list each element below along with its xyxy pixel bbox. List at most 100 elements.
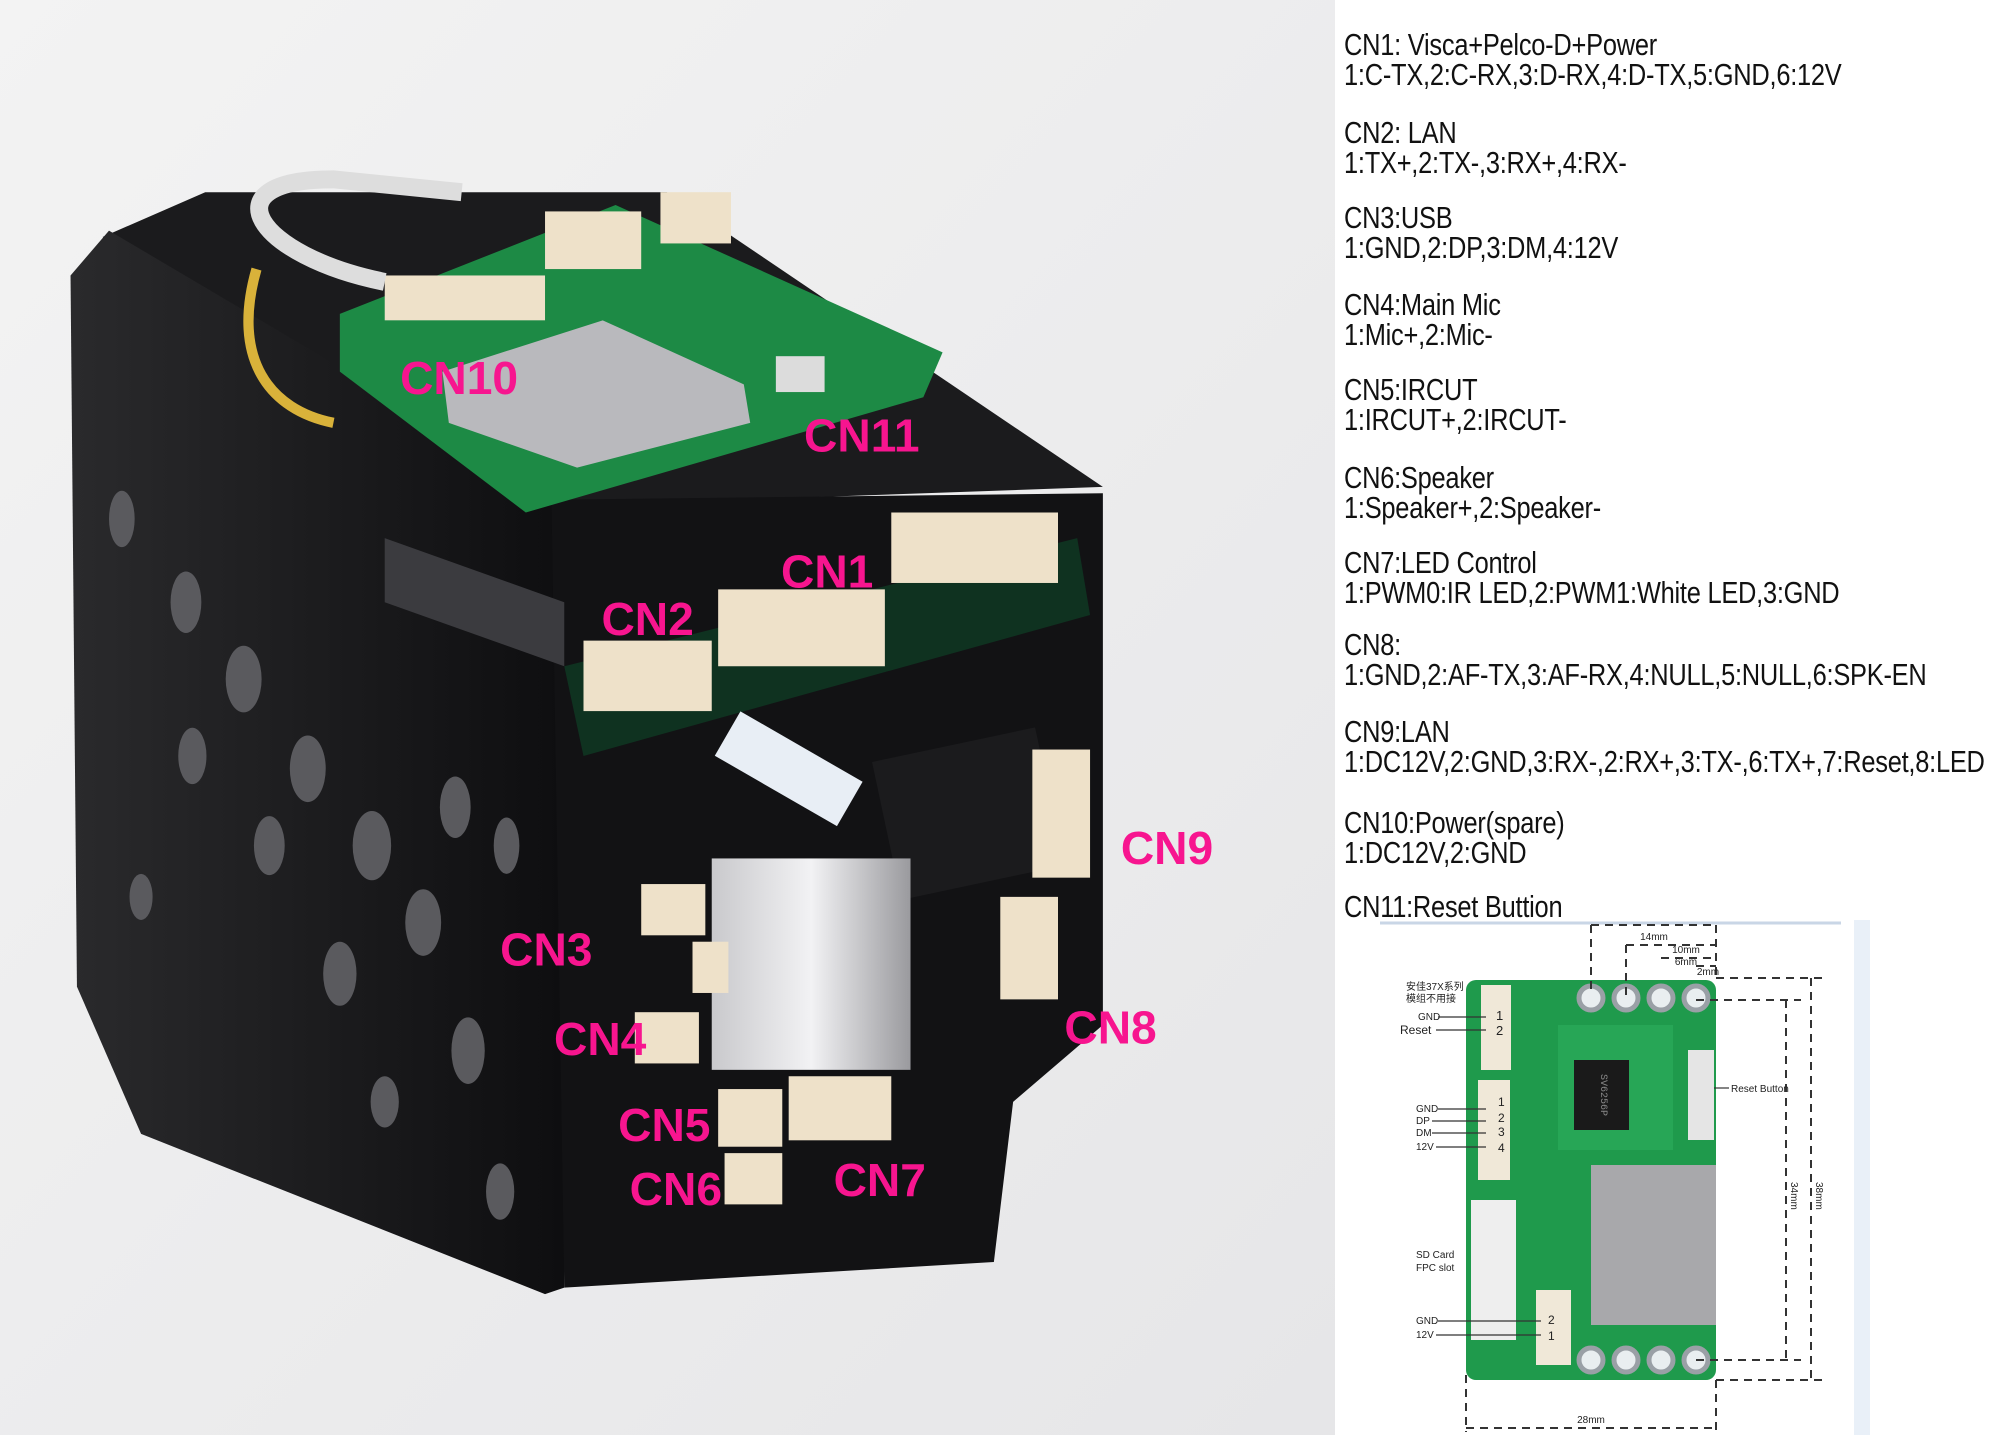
top-connector-2 <box>660 192 731 244</box>
usb-gnd-label: GND <box>1416 1104 1438 1115</box>
top-gnd-label: GND <box>1418 1012 1440 1023</box>
usb-pin1: 1 <box>1498 1095 1505 1109</box>
pinout-pins: 1:Mic+,2:Mic- <box>1344 317 1493 352</box>
pinout-cn8: CN8:1:GND,2:AF-TX,3:AF-RX,4:NULL,5:NULL,… <box>1344 627 2000 692</box>
label-cn7: CN7 <box>834 1154 926 1206</box>
usb-pin2: 2 <box>1498 1111 1505 1125</box>
flat-cable <box>714 711 863 827</box>
chip-text: SV6256P <box>1597 1074 1608 1116</box>
pinout-title: CN2: LAN <box>1344 115 1457 150</box>
note-line1: 安佳37X系列 <box>1406 980 1464 993</box>
note-line2: 模组不用接 <box>1406 992 1456 1005</box>
housing-edge-highlight <box>384 538 565 667</box>
label-cn8: CN8 <box>1064 1002 1156 1054</box>
pinout-title: CN8: <box>1344 627 1401 662</box>
connector-cn2 <box>583 640 712 712</box>
pinout-pins: 1:GND,2:DP,3:DM,4:12V <box>1344 230 1619 265</box>
reset-button-part <box>1688 1050 1714 1140</box>
label-cn9: CN9 <box>1121 822 1213 874</box>
connector-power <box>1536 1290 1571 1365</box>
chip <box>1574 1060 1629 1130</box>
small-connectors <box>634 749 1091 1205</box>
dim-34mm: 34mm <box>1788 1182 1799 1210</box>
pinout-cn10: CN10:Power(spare)1:DC12V,2:GND <box>1344 805 1613 870</box>
connector-extra <box>891 512 1058 583</box>
pinout-pins: 1:PWM0:IR LED,2:PWM1:White LED,3:GND <box>1344 575 1840 610</box>
pinout-pins: 1:IRCUT+,2:IRCUT- <box>1344 402 1567 437</box>
connector-cn1 <box>718 589 885 667</box>
fpc-connector <box>384 275 546 321</box>
pinout-title: CN7:LED Control <box>1344 545 1537 580</box>
power-pin2: 2 <box>1548 1313 1555 1327</box>
heatsink <box>711 858 911 1070</box>
usb-dm-label: DM <box>1416 1128 1432 1139</box>
side-holes <box>109 490 520 1220</box>
pinout-title: CN3:USB <box>1344 200 1453 235</box>
dim-28mm: 28mm <box>1577 1415 1605 1426</box>
power-12v-label: 12V <box>1416 1330 1434 1341</box>
ethernet-module <box>872 727 1065 900</box>
dimension-lines <box>1465 924 1826 1432</box>
pinout-title: CN9:LAN <box>1344 714 1450 749</box>
leader-lines <box>1432 1016 1729 1336</box>
reset-button <box>775 356 825 393</box>
pinout-title: CN1: Visca+Pelco-D+Power <box>1344 27 1657 62</box>
connector-top <box>1481 985 1511 1070</box>
usb-pin3: 3 <box>1498 1125 1505 1139</box>
sd-card-slot <box>1591 1165 1716 1325</box>
top-pin1: 1 <box>1496 1008 1503 1023</box>
label-cn5: CN5 <box>618 1099 710 1151</box>
label-cn3: CN3 <box>500 923 592 975</box>
dim-6mm: 6mm <box>1675 957 1697 968</box>
sd-card-slot <box>442 320 751 468</box>
pinout-pins: 1:DC12V,2:GND,3:RX-,2:RX+,3:TX-,6:TX+,7:… <box>1344 744 1985 779</box>
pinout-pins: 1:C-TX,2:C-RX,3:D-RX,4:D-TX,5:GND,6:12V <box>1344 57 1842 92</box>
pinout-title: CN11:Reset Buttion <box>1344 889 1563 924</box>
power-pin1: 1 <box>1548 1329 1555 1343</box>
pinout-title: CN5:IRCUT <box>1344 372 1478 407</box>
camera-module-photo: CN10 CN11 CN1 CN2 CN9 CN3 CN8 CN4 CN5 CN… <box>0 0 1335 1435</box>
top-connector <box>545 211 642 270</box>
top-pin2: 2 <box>1496 1023 1503 1038</box>
label-cn4: CN4 <box>554 1013 647 1065</box>
label-cn1: CN1 <box>781 545 873 597</box>
pinout-cn11: CN11:Reset Buttion <box>1344 889 1610 924</box>
usb-12v-label: 12V <box>1416 1142 1434 1153</box>
fpc-slot <box>1471 1200 1516 1340</box>
label-cn10: CN10 <box>400 352 518 404</box>
cable <box>250 170 463 291</box>
mounting-holes <box>1576 983 1711 1375</box>
dim-2mm: 2mm <box>1697 967 1719 978</box>
dim-14mm: 14mm <box>1640 932 1668 943</box>
label-cn6: CN6 <box>630 1163 722 1215</box>
pinout-title: CN6:Speaker <box>1344 460 1494 495</box>
pinout-title: CN4:Main Mic <box>1344 287 1501 322</box>
usb-pin4: 4 <box>1498 1141 1505 1155</box>
sd-label-2: FPC slot <box>1416 1263 1455 1274</box>
label-cn2: CN2 <box>601 593 693 645</box>
sd-label-1: SD Card <box>1416 1250 1454 1261</box>
reset-button-label: Reset Button <box>1731 1084 1789 1095</box>
pinout-pins: 1:Speaker+,2:Speaker- <box>1344 490 1601 525</box>
pinout-pins: 1:TX+,2:TX-,3:RX+,4:RX- <box>1344 145 1627 180</box>
pinout-pins: 1:GND,2:AF-TX,3:AF-RX,4:NULL,5:NULL,6:SP… <box>1344 657 1927 692</box>
label-cn11: CN11 <box>804 410 919 462</box>
connector-usb <box>1478 1080 1510 1180</box>
usb-dp-label: DP <box>1416 1116 1430 1127</box>
pinout-pins: 1:DC12V,2:GND <box>1344 835 1527 870</box>
board-dimension-diagram: SV6256P 14mm 10mm 6mm 2mm 34mm 38mm 28mm… <box>1346 920 1870 1435</box>
power-gnd-label: GND <box>1416 1316 1438 1327</box>
dim-10mm: 10mm <box>1672 945 1700 956</box>
dim-38mm: 38mm <box>1813 1182 1824 1210</box>
top-reset-label: Reset <box>1400 1023 1432 1037</box>
pinout-title: CN10:Power(spare) <box>1344 805 1565 840</box>
wire-bundle <box>243 267 335 428</box>
